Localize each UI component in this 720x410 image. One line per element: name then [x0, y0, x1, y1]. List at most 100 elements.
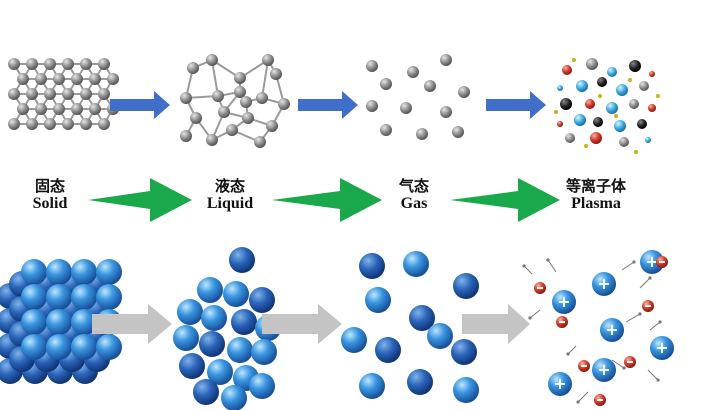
molecule	[242, 112, 254, 124]
molecule	[266, 120, 278, 132]
molecule	[62, 88, 74, 100]
state-name-en: Liquid	[206, 195, 254, 213]
motion-arrow-head	[648, 276, 652, 280]
ion	[592, 358, 616, 382]
particle	[597, 77, 607, 87]
sphere	[46, 259, 72, 285]
plus-sign-icon: +	[655, 338, 668, 357]
plus-sign-icon: +	[557, 292, 570, 311]
molecule	[416, 128, 428, 140]
ion	[650, 336, 674, 360]
sphere	[341, 327, 367, 353]
sphere	[453, 377, 479, 403]
liquid-network	[180, 54, 290, 148]
state-label-plasma: 等离子体 Plasma	[536, 177, 656, 214]
particle	[607, 67, 617, 77]
green-arrow-icon	[272, 178, 382, 222]
green-arrow-icon	[88, 178, 192, 222]
particle	[560, 98, 572, 110]
molecule	[26, 58, 38, 70]
state-label-gas: 气态 Gas	[354, 177, 474, 214]
solid-lattice	[8, 58, 119, 130]
motion-arrow-head	[656, 378, 660, 382]
gas-particles	[366, 54, 470, 140]
molecule	[53, 103, 65, 115]
molecule	[44, 118, 56, 130]
ion	[592, 272, 616, 296]
sphere	[21, 309, 47, 335]
particle	[628, 78, 632, 82]
molecule	[180, 130, 192, 142]
sphere	[46, 284, 72, 310]
ion	[600, 318, 624, 342]
molecule	[98, 118, 110, 130]
molecule	[240, 96, 252, 108]
molecule	[17, 73, 29, 85]
sphere	[46, 334, 72, 360]
minus-sign-icon	[559, 321, 565, 323]
sphere	[193, 379, 219, 405]
motion-arrow-head	[658, 320, 662, 324]
molecule	[180, 92, 192, 104]
minus-sign-icon	[537, 287, 543, 289]
ion	[548, 372, 572, 396]
molecule	[440, 106, 452, 118]
molecule	[89, 73, 101, 85]
particle	[634, 150, 638, 154]
molecule	[366, 100, 378, 112]
particle	[616, 84, 628, 96]
minus-sign-icon	[645, 305, 651, 307]
particle	[639, 81, 649, 91]
sphere	[403, 251, 429, 277]
molecule	[80, 88, 92, 100]
sphere	[427, 323, 453, 349]
molecule	[8, 88, 20, 100]
sphere	[223, 281, 249, 307]
motion-arrow	[649, 321, 661, 331]
gas-spheres	[341, 251, 479, 403]
molecule	[35, 73, 47, 85]
motion-arrow	[523, 265, 533, 275]
sphere	[221, 385, 247, 410]
molecule	[424, 80, 436, 92]
motion-arrow	[611, 359, 625, 369]
particle	[598, 94, 602, 98]
plasma-particles	[554, 58, 660, 154]
particle	[614, 114, 618, 118]
sphere	[21, 284, 47, 310]
sphere	[251, 339, 277, 365]
particle	[593, 117, 603, 127]
molecule	[212, 90, 224, 102]
state-name-en: Gas	[400, 195, 428, 213]
molecule	[254, 136, 266, 148]
minus-sign-icon	[581, 365, 587, 367]
particle	[614, 120, 626, 132]
sphere	[71, 259, 97, 285]
motion-arrow	[529, 309, 541, 319]
molecule	[226, 124, 238, 136]
sphere	[453, 273, 479, 299]
sphere	[359, 373, 385, 399]
molecule	[89, 103, 101, 115]
particle	[557, 85, 563, 91]
particle	[584, 144, 588, 148]
state-name-cn: 气态	[398, 177, 429, 195]
plasma-ions: +++++++	[522, 250, 674, 406]
molecule	[190, 112, 202, 124]
molecule	[218, 106, 230, 118]
sphere	[249, 373, 275, 399]
molecule	[407, 66, 419, 78]
particle	[565, 133, 575, 143]
green-arrow-icon	[450, 178, 560, 222]
particle	[649, 71, 655, 77]
particle	[637, 119, 647, 129]
molecule	[452, 126, 464, 138]
molecule	[71, 103, 83, 115]
molecule	[44, 88, 56, 100]
sphere	[71, 284, 97, 310]
molecule	[98, 58, 110, 70]
molecule	[234, 86, 246, 98]
molecule	[380, 78, 392, 90]
state-name-cn: 液态	[214, 177, 245, 195]
